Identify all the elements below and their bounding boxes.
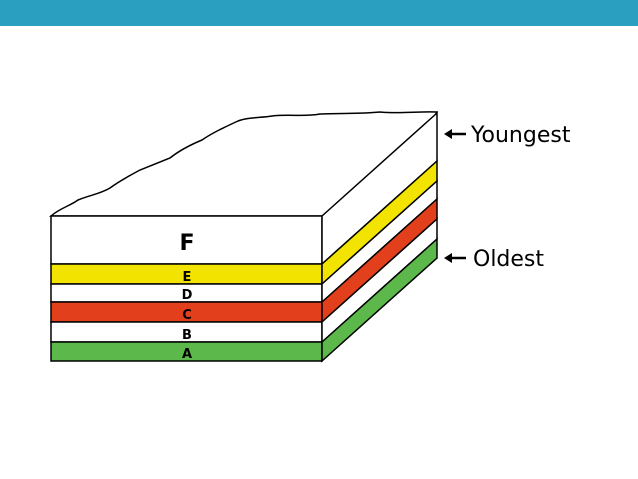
front-face (50, 215, 323, 362)
oldest-label: Oldest (473, 247, 544, 272)
layer-a-label: A (182, 347, 192, 362)
youngest-pointer: Youngest (444, 123, 571, 148)
layer-d-label: D (182, 288, 193, 303)
layer-e-label: E (183, 270, 192, 285)
top-banner (0, 0, 638, 26)
layer-c-label: C (182, 308, 192, 323)
arrow-left-icon (444, 129, 466, 139)
youngest-label: Youngest (470, 123, 571, 148)
layer-b-label: B (182, 328, 192, 343)
layer-f-label: F (179, 231, 194, 256)
side-face (321, 111, 438, 363)
layer-a-side (321, 237, 438, 363)
layer-f-front (50, 215, 323, 265)
arrow-left-icon (444, 253, 466, 263)
oldest-pointer: Oldest (444, 247, 544, 272)
